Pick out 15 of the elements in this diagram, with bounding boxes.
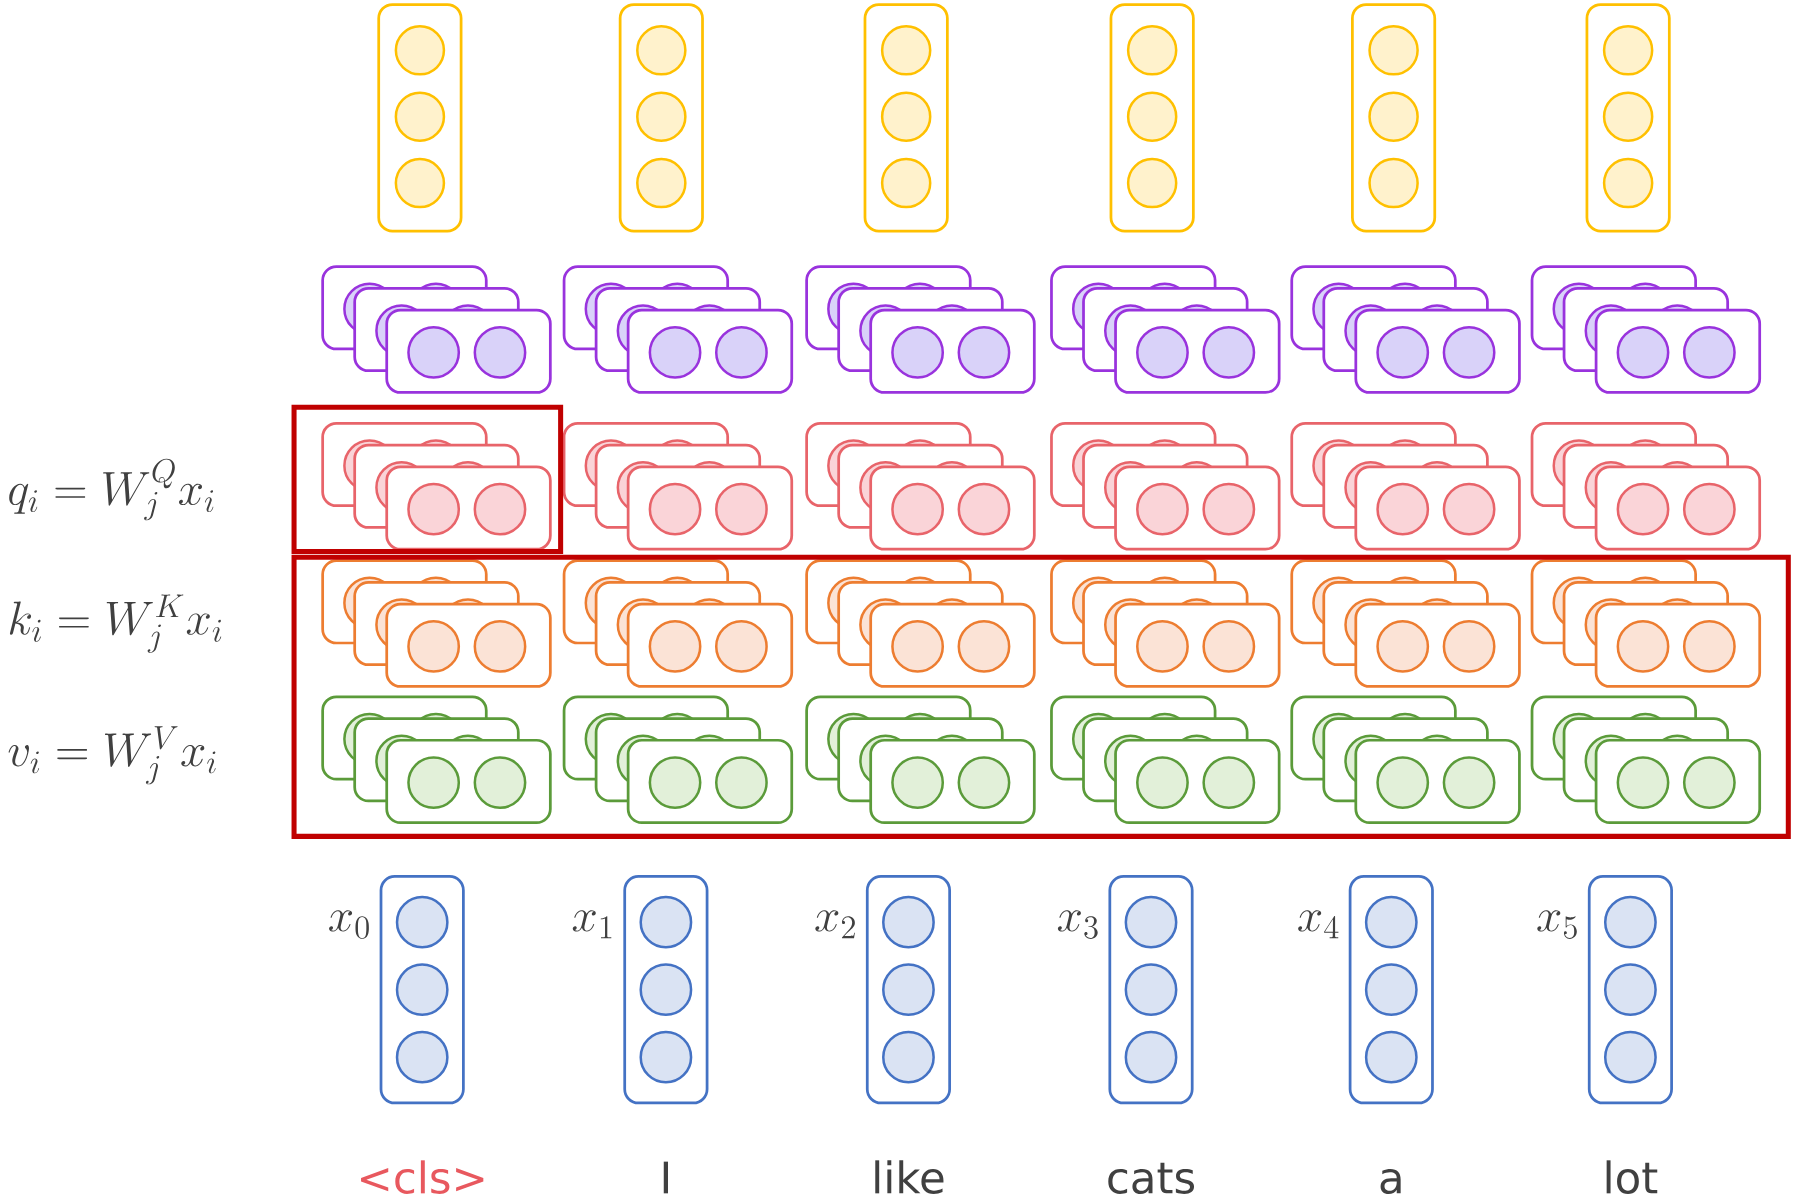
token-label: lot [1606,1160,1658,1194]
vector-label: $x_4$ [1298,910,1339,939]
vector-label: $x_0$ [329,910,369,939]
formula: $k_i = W_j^{K} x_i$ [9,594,222,653]
formula: $v_i = W_j^{V} x_i$ [8,726,216,785]
token-label: cats [1108,1162,1195,1194]
vector-label: $x_3$ [1057,910,1098,939]
token-label: <cls> [361,1160,484,1194]
vector-label: $x_5$ [1537,910,1577,939]
formula: $q_i = W_j^{Q} x_i$ [9,458,214,521]
token-label: a [1380,1168,1401,1194]
token-label: like [875,1160,944,1194]
vector-label: $x_1$ [572,910,612,939]
token-label: I [663,1161,668,1194]
vector-label: $x_2$ [815,910,855,939]
